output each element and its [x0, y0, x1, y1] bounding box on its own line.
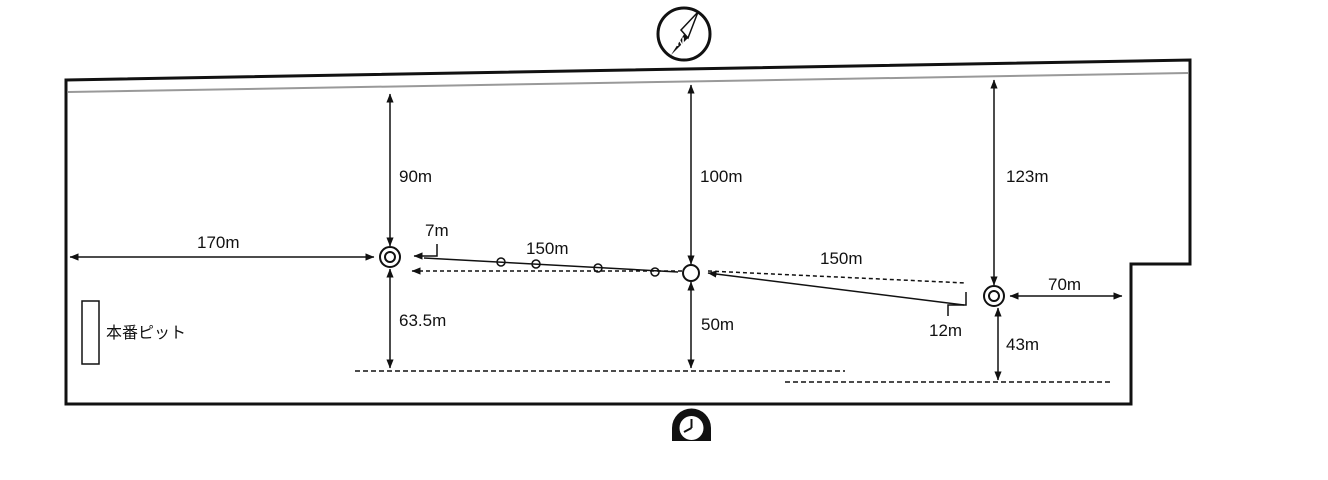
label-43m: 43m — [1006, 335, 1039, 354]
label-100m: 100m — [700, 167, 743, 186]
turn-mark-left — [379, 246, 401, 268]
compass-north-icon: N — [656, 6, 712, 62]
pit-box — [81, 300, 100, 365]
svg-text:N: N — [676, 35, 685, 49]
right-leg-line — [707, 270, 965, 306]
label-150m-right: 150m — [820, 249, 863, 268]
label-50m: 50m — [701, 315, 734, 334]
clock-icon — [672, 408, 711, 441]
center-mark — [682, 264, 700, 282]
label-170m: 170m — [197, 233, 240, 252]
label-63-5m: 63.5m — [399, 311, 446, 330]
course-boundary — [64, 58, 1192, 406]
turn-mark-right — [983, 285, 1005, 307]
label-90m: 90m — [399, 167, 432, 186]
offset-12m-bracket — [947, 292, 967, 316]
label-123m: 123m — [1006, 167, 1049, 186]
label-150m-left: 150m — [526, 239, 569, 258]
right-leg-dashed — [707, 270, 967, 284]
label-12m: 12m — [929, 321, 962, 340]
label-7m: 7m — [425, 221, 449, 240]
offset-7m-bracket — [413, 244, 438, 260]
left-leg-line — [423, 257, 679, 273]
shoreline — [67, 72, 1189, 93]
label-pit: 本番ピット — [106, 323, 186, 342]
label-70m: 70m — [1048, 275, 1081, 294]
small-buoy — [650, 267, 660, 277]
